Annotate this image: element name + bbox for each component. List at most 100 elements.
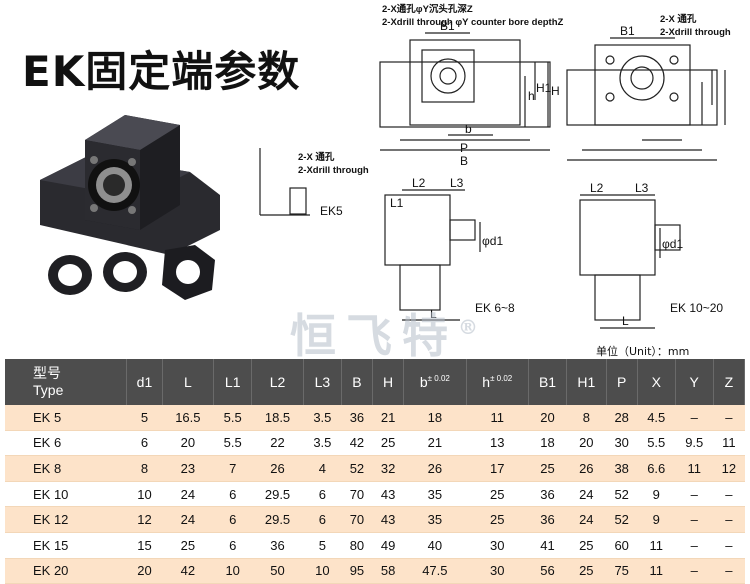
header-b: B <box>341 359 374 405</box>
cell-value: 20 <box>528 405 567 431</box>
cell-value: 5 <box>303 532 342 559</box>
cell-value: 13 <box>466 430 529 457</box>
cell-value: 25 <box>528 455 567 482</box>
note-top-cn: 2-X通孔φY沉头孔深Z <box>382 3 473 15</box>
cell-value: 36 <box>251 532 304 559</box>
header-label: P <box>617 374 627 390</box>
cell-value: 8 <box>126 455 163 482</box>
header-l1: L1 <box>213 359 253 405</box>
label-b: b <box>465 122 472 136</box>
note-top-en: 2-Xdrill through φY counter bore depthZ <box>382 17 564 28</box>
header-label: H <box>383 374 394 390</box>
cell-value: 70 <box>341 481 373 508</box>
cell-value: 30 <box>466 532 529 559</box>
cell-value: 38 <box>606 455 638 482</box>
label-l2-right: L2 <box>590 181 604 195</box>
cell-value: 6.6 <box>637 455 676 482</box>
cell-value: 4.5 <box>637 405 676 431</box>
label-ek6-8: EK 6~8 <box>475 301 515 315</box>
cell-value: 6 <box>126 430 163 457</box>
cell-value: 52 <box>341 455 373 482</box>
header-label: L <box>183 374 192 390</box>
header-label: L3 <box>314 374 331 390</box>
cell-value: 6 <box>213 532 252 559</box>
cell-value: 12 <box>126 506 163 533</box>
header-tolerance: ± 0.02 <box>490 374 513 383</box>
cell-value: 24 <box>162 506 214 533</box>
header-label: B <box>352 374 362 390</box>
cell-value: 35 <box>403 506 467 533</box>
cell-value: 21 <box>372 405 404 431</box>
cell-value: – <box>675 405 714 431</box>
cell-type: EK 6 <box>5 430 127 457</box>
label-l2: L2 <box>412 176 426 190</box>
label-l3-right: L3 <box>635 181 649 195</box>
cell-value: 36 <box>528 506 567 533</box>
cell-value: 23 <box>162 455 214 482</box>
note-right-en: 2-Xdrill through <box>660 27 731 38</box>
cell-value: 25 <box>466 506 529 533</box>
header-x: X <box>637 359 676 405</box>
header-l2: L2 <box>251 359 304 405</box>
cell-value: 43 <box>372 506 404 533</box>
note-ek5-en: 2-Xdrill through <box>298 165 369 176</box>
cell-value: 9 <box>637 506 676 533</box>
header-label: h <box>482 374 491 390</box>
cell-value: 25 <box>372 430 404 457</box>
cell-value: 20 <box>162 430 214 457</box>
header-z: Z <box>713 359 746 405</box>
label-d1-right: φd1 <box>662 237 683 251</box>
cell-value: 49 <box>372 532 404 559</box>
cell-value: – <box>675 506 714 533</box>
header-label: d1 <box>136 374 153 390</box>
label-d1: φd1 <box>482 234 503 248</box>
header-label: Z <box>724 374 734 390</box>
label-b1: B1 <box>440 19 455 33</box>
cell-value: 9 <box>637 481 676 508</box>
cell-value: 52 <box>606 506 638 533</box>
cell-value: 52 <box>606 481 638 508</box>
cell-value: – <box>675 481 714 508</box>
cell-value: 36 <box>341 405 373 431</box>
cell-value: 8 <box>566 405 607 431</box>
cell-value: 11 <box>675 455 714 482</box>
cell-value: 5.5 <box>637 430 676 457</box>
cell-value: 30 <box>466 558 529 584</box>
label-l-right: L <box>622 314 629 328</box>
cell-value: 16.5 <box>162 405 214 431</box>
cell-value: 29.5 <box>251 481 304 508</box>
cell-value: 6 <box>213 481 252 508</box>
cell-value: 30 <box>606 430 638 457</box>
cell-type: EK 5 <box>5 405 127 431</box>
cell-value: 9.5 <box>675 430 714 457</box>
cell-value: 80 <box>341 532 373 559</box>
header-label: H1 <box>577 374 596 390</box>
label-h: h <box>528 89 535 103</box>
label-p: P <box>460 141 468 155</box>
cell-value: 4 <box>303 455 342 482</box>
cell-value: 18 <box>403 405 467 431</box>
header-b: b± 0.02 <box>403 359 467 405</box>
header-p: P <box>606 359 638 405</box>
cell-value: 5.5 <box>213 430 252 457</box>
cell-value: 3.5 <box>303 405 342 431</box>
cell-value: 18 <box>528 430 567 457</box>
header-d1: d1 <box>126 359 163 405</box>
cell-value: 26 <box>566 455 607 482</box>
header-b1: B1 <box>528 359 568 405</box>
cell-value: 36 <box>528 481 567 508</box>
note-right-cn: 2-X 通孔 <box>660 13 697 25</box>
cell-value: 95 <box>341 558 373 584</box>
cell-value: 5 <box>126 405 163 431</box>
cell-value: 6 <box>303 506 342 533</box>
cell-type: EK 10 <box>5 481 127 508</box>
cell-value: 7 <box>213 455 252 482</box>
cell-value: – <box>713 405 745 431</box>
cell-type: EK 8 <box>5 455 127 482</box>
